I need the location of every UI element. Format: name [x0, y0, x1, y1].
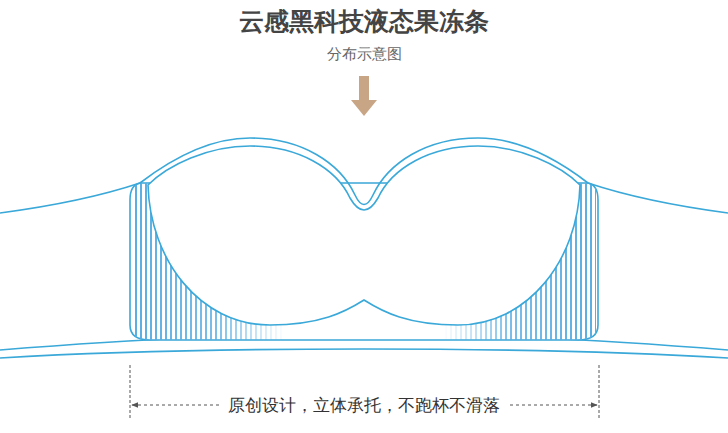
pointer-arrow [351, 76, 377, 116]
cup-outline [148, 146, 580, 325]
band-outline [0, 138, 728, 213]
subtitle: 分布示意图 [327, 45, 402, 65]
slogan-label: 原创设计，立体承托，不跑杯不滑落 [220, 394, 508, 416]
title: 云感黑科技液态果冻条 [239, 6, 489, 39]
